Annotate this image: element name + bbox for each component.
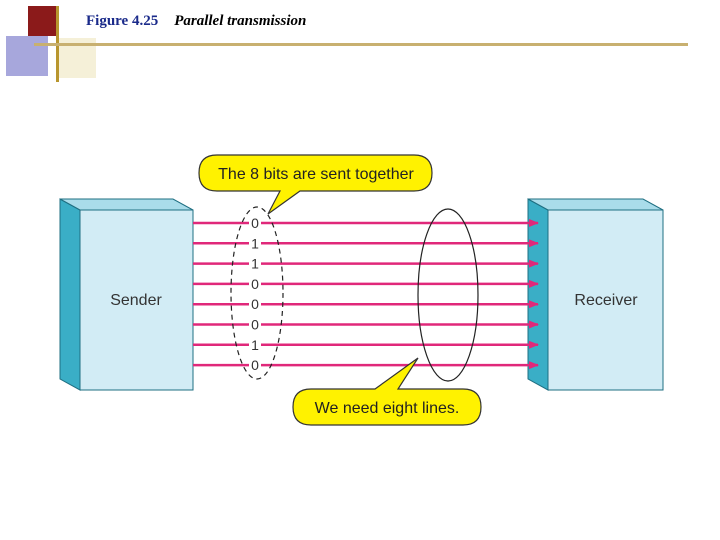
bit-label-background [249,357,261,373]
transmission-lines [193,219,539,370]
bit-label-background [249,215,261,230]
bit-label-background [249,255,261,271]
bit-label-background [249,296,261,312]
corner-square-red [28,6,56,36]
bit-label-background [249,235,261,251]
bit-label: 1 [251,256,259,272]
bit-label: 0 [251,215,259,231]
sender-label: Sender [110,292,162,309]
bit-label-background [249,316,261,332]
bit-label: 0 [251,357,259,373]
bit-label: 0 [251,276,259,292]
bit-labels: 0 1 1 0 0 0 1 0 [249,215,261,373]
callout-top-text: The 8 bits are sent together [218,166,414,183]
callout-bottom-text: We need eight lines. [315,400,460,417]
bit-label-background [249,275,261,291]
receiver-box: Receiver [527,198,664,391]
bit-label: 1 [251,337,259,353]
bits-dashed-ellipse [230,206,284,380]
bit-label: 0 [251,317,259,333]
corner-horizontal-line [34,43,688,46]
corner-square-purple [6,36,48,76]
slide-header: Figure 4.25 Parallel transmission [86,13,306,33]
figure-number: Figure 4.25 [86,13,159,29]
bit-label: 0 [251,296,259,312]
figure-title: Parallel transmission [174,13,307,29]
callout-top: The 8 bits are sent together [198,154,433,215]
lines-ellipse [417,208,479,382]
bit-label: 1 [251,235,259,251]
sender-box: Sender [59,198,194,391]
receiver-label: Receiver [574,292,638,309]
callout-bottom: We need eight lines. [292,357,482,426]
bit-label-background [249,336,261,352]
